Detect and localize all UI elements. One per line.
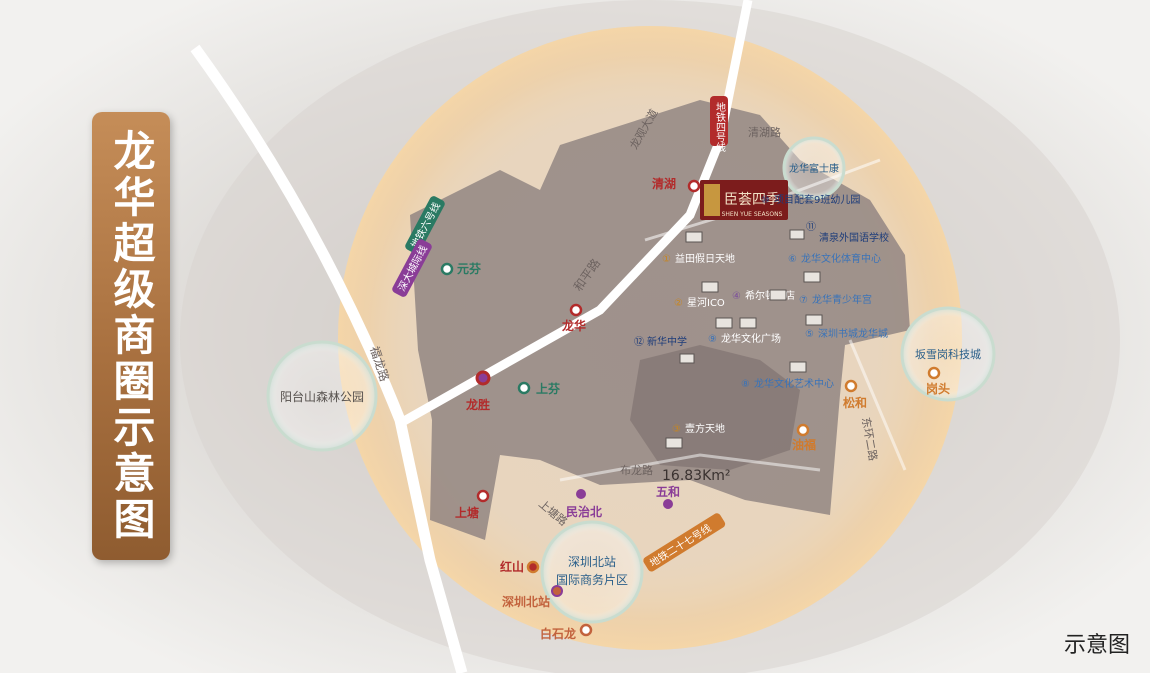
svg-text:⑧: ⑧ [741, 379, 750, 390]
poi-culture-square: ⑨ 龙华文化广场 [708, 317, 781, 345]
poi-yitian: ① 益田假日天地 [662, 231, 735, 265]
svg-text:元芬: 元芬 [457, 261, 482, 276]
poi-onefang: ③ 壹方天地 [665, 422, 725, 449]
poi-xinghe: ② 星河ICO [674, 281, 725, 309]
road-label-bulong: 布龙路 [620, 464, 653, 477]
svg-text:SHEN YUE SEASONS: SHEN YUE SEASONS [722, 211, 783, 218]
station-wuhe: 五和 [656, 484, 680, 509]
poi-bookcity: ⑤ 深圳书城龙华城 [805, 314, 888, 340]
svg-text:⑨: ⑨ [708, 334, 717, 345]
svg-text:臣荟四季: 臣荟四季 [724, 191, 780, 208]
station-baishilong: 白石龙 [540, 623, 593, 641]
svg-text:龙华文化艺术中心: 龙华文化艺术中心 [754, 377, 834, 390]
schematic-caption: 示意图 [1063, 633, 1130, 658]
svg-text:油福: 油福 [792, 437, 816, 452]
fulong-road [190, 44, 468, 673]
poi-sports-center: ⑥ 龙华文化体育中心 [788, 252, 881, 283]
station-shenzhen-north: 深圳北站 [502, 585, 563, 609]
heping-road [394, 0, 753, 429]
svg-text:壹方天地: 壹方天地 [685, 422, 725, 435]
svg-text:⑦: ⑦ [799, 295, 808, 306]
area-label: 16.83Km² [662, 468, 731, 484]
poi-qingquan-school: ⑪ 清泉外国语学校 [789, 221, 889, 244]
svg-text:松和: 松和 [843, 395, 867, 410]
svg-text:龙胜: 龙胜 [466, 397, 490, 412]
metro-tag-line4: 地铁四号线 [710, 96, 728, 152]
svg-text:①: ① [662, 254, 671, 265]
title-panel: 龙华超级商圈示意图 [92, 112, 170, 560]
svg-text:清泉外国语学校: 清泉外国语学校 [819, 231, 889, 244]
poi-art-center: ⑧ 龙华文化艺术中心 [741, 361, 834, 390]
station-songhe: 松和 [843, 379, 867, 410]
poi-kindergarten: ⑩ 项目配套9班幼儿园 [761, 193, 860, 206]
svg-text:白石龙: 白石龙 [540, 626, 576, 641]
project-logo: 臣荟四季 SHEN YUE SEASONS [700, 180, 788, 220]
district-foxconn: 龙华富士康 [782, 136, 846, 200]
svg-text:阳台山森林公园: 阳台山森林公园 [280, 389, 364, 404]
district-shenzhen-north: 深圳北站 国际商务片区 [540, 520, 644, 624]
svg-text:星河ICO: 星河ICO [687, 297, 725, 309]
svg-text:④: ④ [732, 291, 741, 302]
road-label-qinghu: 清湖路 [748, 126, 781, 139]
svg-text:岗头: 岗头 [926, 381, 950, 396]
svg-text:龙华: 龙华 [562, 318, 586, 333]
svg-text:地铁四号线: 地铁四号线 [714, 101, 726, 152]
svg-text:⑩: ⑩ [761, 195, 770, 206]
station-shangfen: 上芬 [517, 381, 561, 396]
svg-text:坂雪岗科技城: 坂雪岗科技城 [915, 347, 981, 361]
svg-text:红山: 红山 [500, 559, 524, 574]
minor-road-2 [559, 453, 821, 482]
station-youfu: 油福 [792, 423, 816, 452]
svg-text:国际商务片区: 国际商务片区 [556, 572, 628, 587]
poi-youth-palace: ⑦ 龙华青少年宫 [769, 289, 872, 306]
svg-text:龙华青少年宫: 龙华青少年宫 [812, 293, 872, 306]
station-longhua: 龙华 [562, 303, 586, 333]
district-banxuegang: 坂雪岗科技城 [900, 306, 996, 402]
station-shangtang: 上塘 [455, 489, 490, 520]
district-yangtaishan: 阳台山森林公园 [266, 340, 378, 452]
minor-road-3 [848, 339, 907, 471]
svg-text:上塘: 上塘 [455, 505, 479, 520]
svg-text:五和: 五和 [656, 484, 680, 499]
station-gangtou: 岗头 [926, 366, 950, 396]
svg-text:民治北: 民治北 [566, 504, 602, 519]
station-hongshan: 红山 [500, 559, 540, 574]
poi-xinhua-school: ⑫ 新华中学 [634, 335, 695, 364]
station-yuanfen: 元芬 [440, 261, 482, 276]
svg-text:上芬: 上芬 [536, 381, 561, 396]
svg-text:深圳北站: 深圳北站 [568, 555, 616, 569]
svg-text:龙华文化广场: 龙华文化广场 [721, 332, 781, 345]
svg-text:清湖: 清湖 [652, 176, 676, 191]
svg-text:⑪: ⑪ [806, 221, 816, 233]
svg-text:项目配套9班幼儿园: 项目配套9班幼儿园 [774, 193, 860, 206]
svg-text:深圳书城龙华城: 深圳书城龙华城 [818, 327, 888, 340]
svg-text:龙华富士康: 龙华富士康 [789, 162, 839, 175]
station-qinghu: 清湖 [652, 176, 701, 193]
svg-text:深圳北站: 深圳北站 [502, 594, 550, 609]
station-minzhibei: 民治北 [566, 489, 602, 519]
svg-text:⑫: ⑫ [634, 336, 644, 348]
station-longsheng: 龙胜 [466, 370, 491, 412]
svg-text:②: ② [674, 298, 683, 309]
svg-text:⑥: ⑥ [788, 254, 797, 265]
svg-text:③: ③ [672, 424, 681, 435]
svg-text:益田假日天地: 益田假日天地 [675, 252, 735, 265]
page-title: 龙华超级商圈示意图 [107, 129, 156, 543]
svg-text:龙华文化体育中心: 龙华文化体育中心 [801, 252, 881, 265]
svg-text:新华中学: 新华中学 [647, 335, 687, 348]
svg-text:⑤: ⑤ [805, 329, 814, 340]
